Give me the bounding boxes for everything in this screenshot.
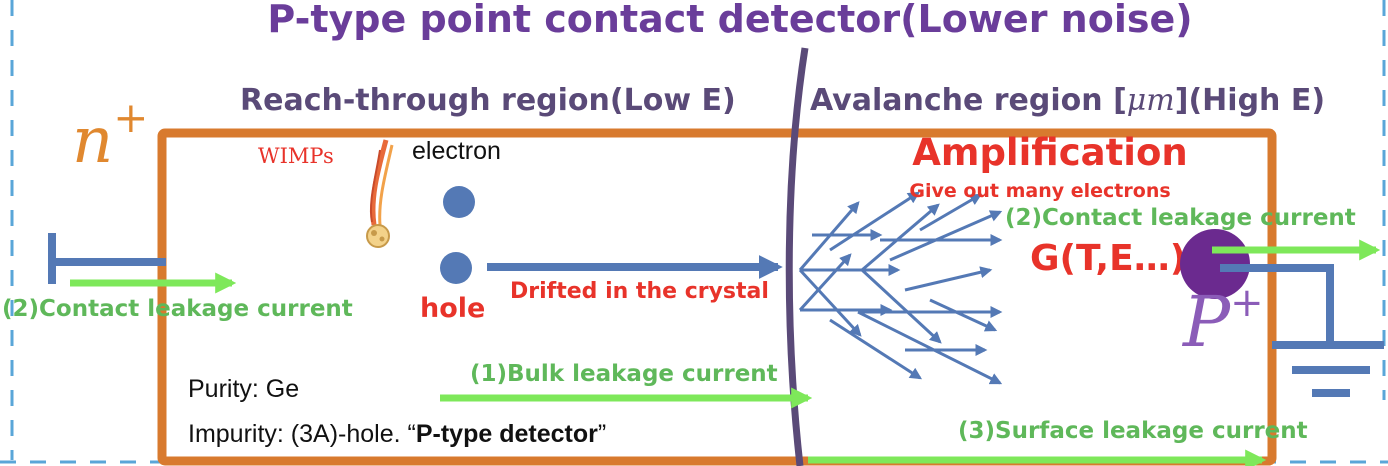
n-plus-label: n+ (72, 93, 148, 178)
amplification-label: Amplification (912, 131, 1188, 174)
n-plus-electrode (48, 233, 166, 284)
give-out-electrons-label: Give out many electrons (909, 180, 1170, 202)
avalanche-region-label: Avalanche region [μm](High E) (810, 83, 1325, 118)
left-contact-leakage-label: (2)Contact leakage current (2, 296, 353, 322)
hole-circle (440, 252, 472, 284)
reach-through-region-label: Reach-through region(Low E) (240, 83, 736, 118)
surface-leakage-label: (3)Surface leakage current (958, 418, 1308, 444)
hole-label: hole (420, 293, 485, 324)
electron-label: electron (412, 137, 501, 165)
right-contact-leakage-label: (2)Contact leakage current (1005, 205, 1356, 231)
electron-circle (443, 186, 475, 218)
wimps-label: WIMPs (258, 144, 334, 168)
p-plus-label: P+ (1181, 280, 1264, 363)
region-divider (785, 47, 809, 466)
purity-text: Purity: Ge (188, 375, 299, 403)
diagram-title: P-type point contact detector(Lower nois… (267, 0, 1192, 41)
gain-label: G(T,E…) (1030, 238, 1186, 279)
wimps-comet-icon (366, 139, 394, 248)
avalanche-arrows (798, 191, 1003, 385)
ground-symbol-icon (1220, 264, 1384, 397)
crystal-box (157, 128, 1277, 466)
impurity-text: Impurity: (3A)-hole. “P-type detector” (188, 420, 606, 448)
bulk-leakage-label: (1)Bulk leakage current (470, 361, 778, 387)
drifted-label: Drifted in the crystal (510, 279, 769, 304)
